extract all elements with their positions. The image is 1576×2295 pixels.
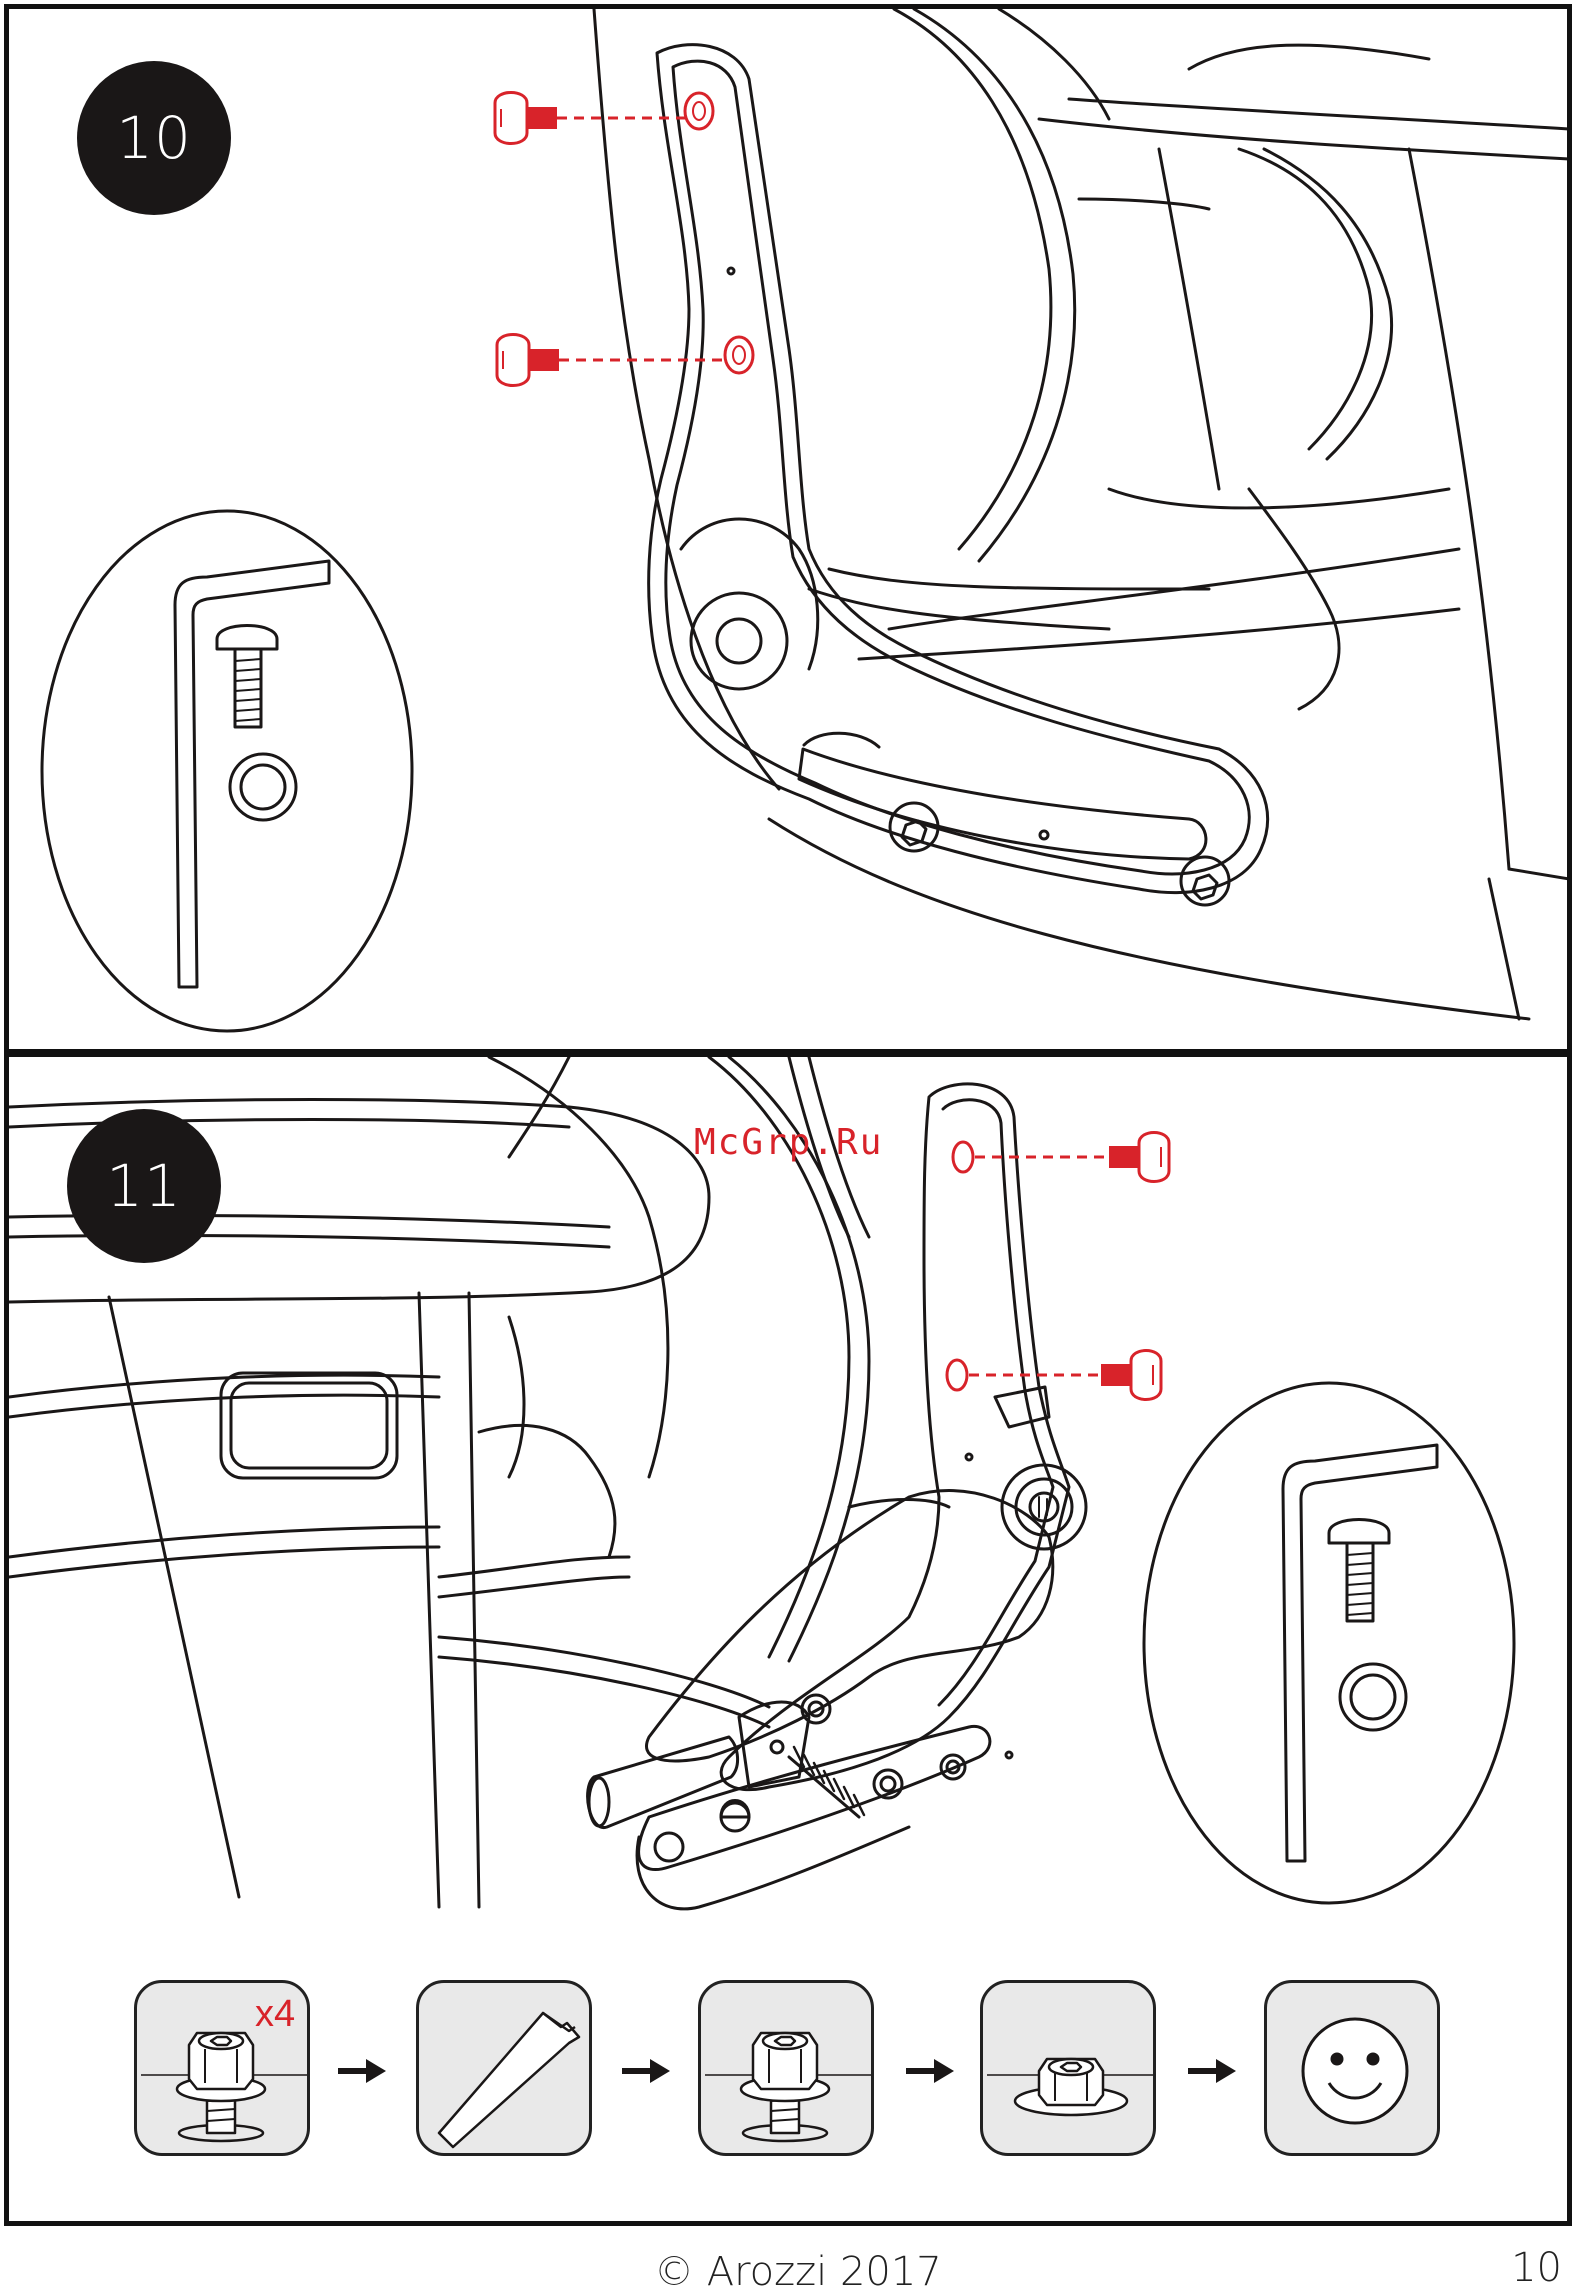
hex-key-icon (419, 1983, 592, 2156)
screw-10-bottom (497, 335, 753, 386)
smiley-icon (1267, 1983, 1440, 2156)
copyright-text: © Arozzi 2017 (654, 2249, 942, 2295)
step-10-illustration (9, 9, 1572, 1054)
page-footer: © Arozzi 2017 10 (0, 2245, 1576, 2293)
backrest-contour (894, 9, 1051, 549)
tile-done (1264, 1980, 1440, 2156)
step-10-panel: 10 (4, 4, 1572, 1054)
watermark: McGrp.Ru (694, 1122, 883, 1163)
page-number: 10 (1511, 2245, 1562, 2291)
flanged-nut-icon (983, 1983, 1156, 2156)
hex-key-inset (1283, 1445, 1437, 1861)
hinge-pivot-disk (691, 593, 787, 689)
tile-bolt (698, 1980, 874, 2156)
tilt-mechanism-plate (647, 1491, 1053, 1761)
detail-inset-oval (42, 511, 412, 1031)
side-panel-cutout (221, 1373, 397, 1478)
quantity-label: x4 (255, 1993, 295, 2036)
tile-hex-key (416, 1980, 592, 2156)
tile-bolt-with-washer: x4 (134, 1980, 310, 2156)
step-11-badge: 11 (67, 1109, 221, 1263)
backrest-hinge-bracket (649, 45, 1268, 893)
bolt-icon (701, 1983, 874, 2156)
backrest-hinge-bracket (721, 1084, 1069, 1790)
screw-11-bottom (947, 1351, 1161, 1400)
detail-inset-oval (1144, 1383, 1514, 1903)
tile-flanged-nut (980, 1980, 1156, 2156)
bracket-nut (655, 1833, 683, 1861)
screw-11-top (953, 1133, 1169, 1182)
